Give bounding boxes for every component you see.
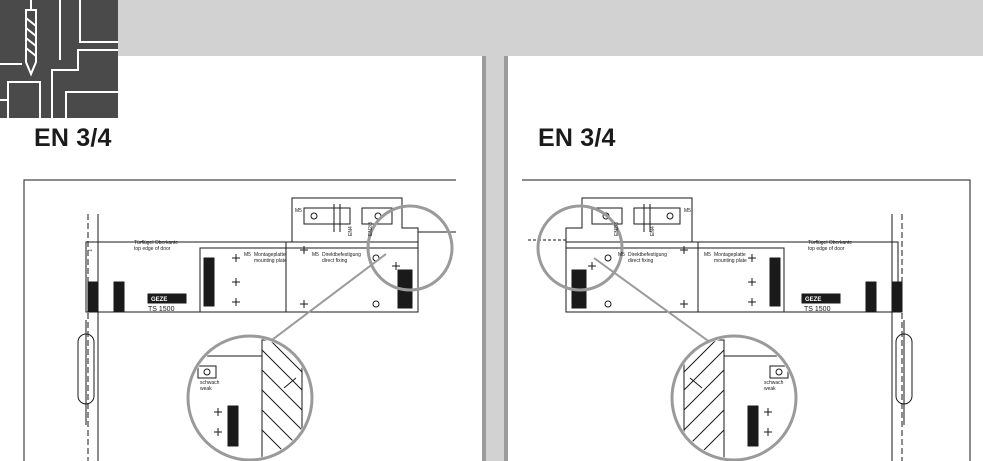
mounting-plate-label-en: mounting plate [254, 258, 287, 264]
panel-heading: EN 3/4 [538, 124, 616, 152]
weak-label-de: schwach [764, 380, 784, 386]
top-edge-label-de: Türflügel Oberkante [808, 240, 852, 246]
drill-bit-icon [0, 0, 118, 118]
en23-label: EN2/3 [368, 222, 374, 236]
brand-label: GEZE [805, 297, 821, 303]
m5-label: M5 [618, 252, 625, 258]
closer-diagram-right: Türflügel Oberkante top edge of door M5 … [522, 179, 971, 461]
closer-diagram-left: ⇒ Türflügel Oberkante top edge of door M… [23, 179, 456, 461]
model-label: TS 1500 [804, 306, 831, 313]
top-edge-label-en: top edge of door [808, 246, 845, 252]
m5-label: M5 [244, 252, 251, 258]
direct-fixing-label-en: direct fixing [628, 258, 654, 264]
closer-arrow-label: ⇒ [88, 248, 92, 254]
en4-label: EN4 [348, 226, 354, 236]
brand-label: GEZE [151, 297, 167, 303]
m5-label: M5 [684, 208, 691, 214]
weak-label-de: schwach [200, 380, 220, 386]
top-edge-label-de: Türflügel Oberkante [134, 240, 178, 246]
weak-label-en: weak [764, 386, 776, 392]
panel-heading: EN 3/4 [34, 124, 112, 152]
m5-label: M5 [312, 252, 319, 258]
top-edge-label-en: top edge of door [134, 246, 171, 252]
model-label: TS 1500 [148, 306, 175, 313]
m5-label: M5 [704, 252, 711, 258]
panel-separator [504, 56, 508, 461]
en23-label: EN2/3 [614, 222, 620, 236]
panel-separator [482, 56, 486, 461]
header-band [0, 0, 983, 56]
direct-fixing-label-en: direct fixing [322, 258, 348, 264]
direct-fixing-label-de: Direktbefestigung [322, 252, 361, 258]
direct-fixing-label-de: Direktbefestigung [628, 252, 667, 258]
mounting-plate-label-de: Montageplatte [714, 252, 746, 258]
en4-label: EN4 [650, 226, 656, 236]
mounting-plate-label-en: mounting plate [714, 258, 747, 264]
weak-label-en: weak [200, 386, 212, 392]
mounting-plate-label-de: Montageplatte [254, 252, 286, 258]
m5-label: M5 [295, 208, 302, 214]
